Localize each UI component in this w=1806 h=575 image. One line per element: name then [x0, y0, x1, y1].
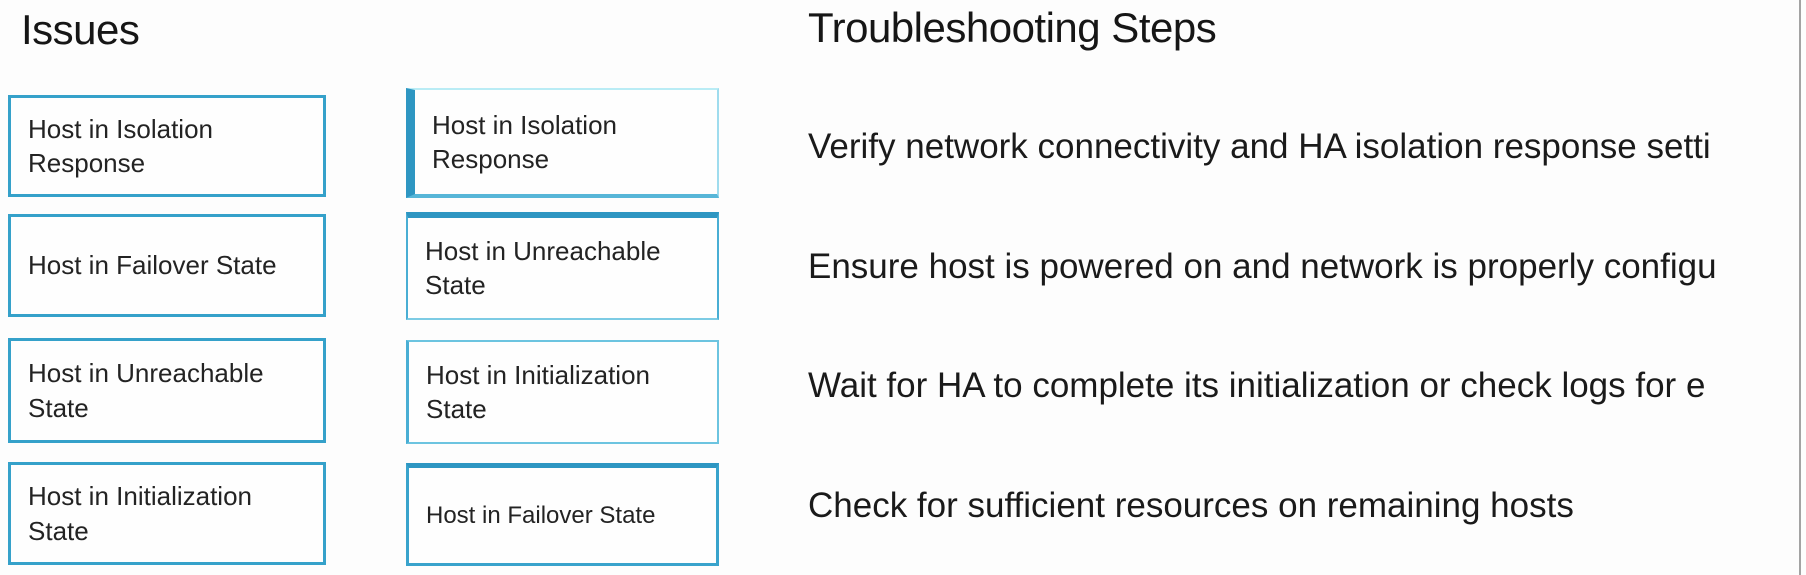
answer-drop-box-initialization-state[interactable]: Host in Initialization State	[406, 340, 719, 444]
troubleshooting-steps-heading: Troubleshooting Steps	[808, 4, 1217, 51]
troubleshooting-step-1: Verify network connectivity and HA isola…	[808, 127, 1711, 166]
troubleshooting-step-4: Check for sufficient resources on remain…	[808, 486, 1574, 525]
answer-drop-box-unreachable-state[interactable]: Host in Unreachable State	[406, 212, 719, 320]
right-edge-divider	[1799, 0, 1801, 575]
troubleshooting-step-2: Ensure host is powered on and network is…	[808, 247, 1717, 286]
issue-source-box-failover-state[interactable]: Host in Failover State	[8, 214, 326, 317]
issue-source-box-isolation-response[interactable]: Host in Isolation Response	[8, 95, 326, 197]
issue-source-box-unreachable-state[interactable]: Host in Unreachable State	[8, 338, 326, 443]
answer-box-label: Host in Isolation Response	[432, 109, 617, 174]
answer-drop-box-isolation-response[interactable]: Host in Isolation Response	[406, 88, 719, 198]
answer-box-label: Host in Unreachable State	[425, 235, 661, 300]
answer-box-label: Host in Failover State	[426, 501, 656, 529]
issue-source-label: Host in Unreachable State	[28, 358, 264, 423]
issue-source-label: Host in Isolation Response	[28, 113, 213, 178]
answer-box-label: Host in Initialization State	[426, 359, 650, 424]
issues-column-heading: Issues	[21, 6, 140, 53]
issue-source-label: Host in Failover State	[28, 250, 277, 281]
answer-drop-box-failover-state[interactable]: Host in Failover State	[406, 463, 719, 566]
issue-source-box-initialization-state[interactable]: Host in Initialization State	[8, 462, 326, 565]
issue-source-label: Host in Initialization State	[28, 481, 252, 546]
troubleshooting-step-3: Wait for HA to complete its initializati…	[808, 366, 1706, 405]
